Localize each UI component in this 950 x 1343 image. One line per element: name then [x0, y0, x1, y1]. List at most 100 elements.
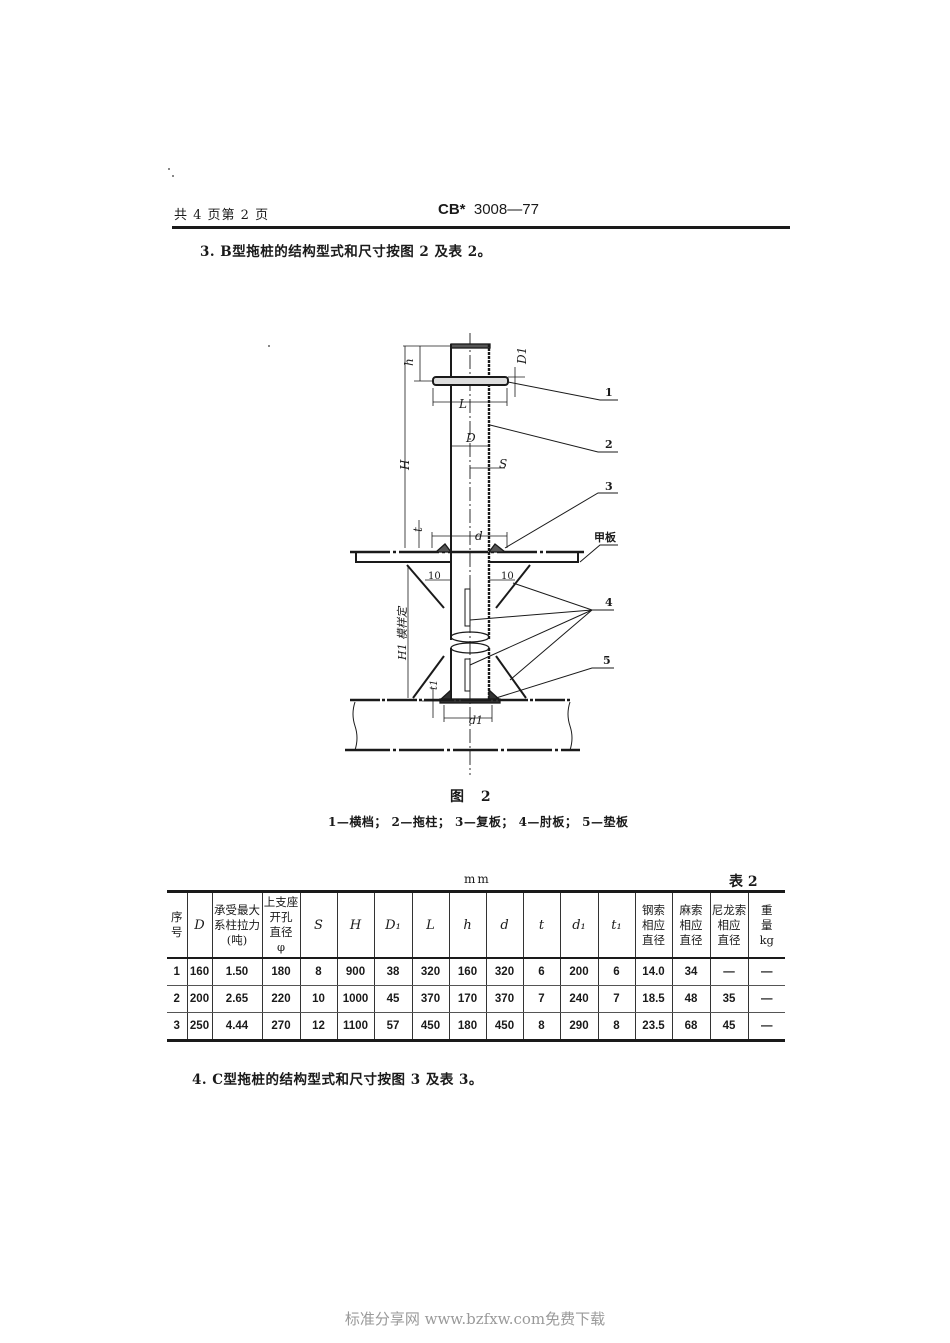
- table-cell: —: [709, 958, 749, 986]
- gap-right: 10: [501, 571, 514, 582]
- column-header: t₁: [597, 891, 636, 959]
- table-cell: 200: [559, 958, 599, 986]
- column-header-line: 上支座: [263, 895, 299, 909]
- figure-2-drawing: h D1 L D S H t d 10 10 H1 模样定 t1 d1 1 2 …: [345, 333, 618, 775]
- column-header-line: 序: [171, 910, 183, 924]
- table-cell: 160: [448, 958, 487, 986]
- column-header-line: 重: [761, 902, 773, 917]
- table-cell: 6: [522, 958, 561, 986]
- table-cell: 450: [411, 1012, 450, 1041]
- column-header-line: 量: [761, 917, 773, 932]
- column-header-line: 麻索: [679, 902, 703, 917]
- dim-S: S: [499, 457, 507, 471]
- page-count: 共 4 页第 2 页: [174, 208, 270, 223]
- column-header-line: 钢索: [642, 902, 665, 917]
- column-header-line: 相应: [679, 917, 703, 932]
- table-cell: 57: [373, 1012, 413, 1041]
- dim-d1: d1: [469, 714, 483, 727]
- column-header: H: [336, 891, 375, 959]
- column-header-line: 尼龙索: [711, 902, 747, 917]
- watermark-footer: 标准分享网 www.bzfxw.com免费下载: [344, 1310, 606, 1328]
- table-cell: 450: [485, 1012, 524, 1041]
- header-rule: [172, 226, 790, 229]
- table-cell: 240: [559, 985, 599, 1013]
- column-header-line: D: [194, 917, 205, 933]
- callout-5: 5: [603, 654, 611, 667]
- column-header-line: d₁: [572, 917, 586, 933]
- column-header-line: φ: [276, 940, 286, 954]
- column-header: D: [186, 891, 213, 959]
- dim-H1: H1 模样定: [396, 605, 409, 661]
- column-header: D₁: [373, 891, 413, 959]
- column-header-line: d: [500, 917, 509, 933]
- column-header-line: 号: [171, 925, 183, 939]
- dim-h: h: [402, 358, 416, 366]
- table-cell: 8: [522, 1012, 561, 1041]
- column-header-line: kg: [759, 932, 774, 947]
- deck-label: 甲板: [594, 530, 617, 544]
- column-header-line: t: [538, 917, 545, 933]
- section-3-text: 3. B型拖桩的结构型式和尺寸按图 2 及表 2。: [200, 244, 492, 260]
- figure-legend: 1—横档； 2—拖柱； 3—复板； 4—肘板； 5—垫板: [328, 815, 629, 829]
- section-4-text: 4. C型拖桩的结构型式和尺寸按图 3 及表 3。: [192, 1072, 483, 1088]
- scan-speck: [268, 345, 270, 347]
- table-cell: 10: [299, 985, 338, 1013]
- table-cell: 45: [709, 1012, 749, 1041]
- column-header-line: h: [463, 917, 472, 933]
- column-header: d₁: [559, 891, 599, 959]
- table-cell: 4.44: [211, 1012, 263, 1041]
- column-header: S: [299, 891, 338, 959]
- column-header: 钢索相应直径: [634, 891, 673, 959]
- column-header: d: [485, 891, 524, 959]
- gap-left: 10: [428, 571, 441, 582]
- table-cell: 270: [261, 1012, 301, 1041]
- column-header-line: 相应: [717, 917, 741, 932]
- callout-3: 3: [605, 480, 613, 493]
- dim-H: H: [398, 459, 412, 471]
- dim-t: t: [411, 527, 425, 532]
- column-header-line: 系柱拉力: [214, 917, 260, 932]
- column-header-line: 直径: [717, 932, 741, 947]
- column-header-line: t₁: [611, 917, 622, 933]
- table-cell: 34: [671, 958, 711, 986]
- table-unit: mm: [464, 872, 491, 886]
- dim-D1: D1: [515, 347, 529, 365]
- standard-prefix: CB*: [438, 201, 466, 218]
- table-cell: 1: [167, 958, 188, 986]
- table-cell: 1.50: [211, 958, 263, 986]
- table-cell: 2: [167, 985, 188, 1013]
- table-title: 表 2: [729, 874, 758, 890]
- table-cell: 45: [373, 985, 413, 1013]
- standard-number: CB* 3008—77: [438, 201, 539, 218]
- column-header: 承受最大系柱拉力(吨): [211, 891, 263, 959]
- column-header: 麻索相应直径: [671, 891, 711, 959]
- table-cell: 220: [261, 985, 301, 1013]
- table-cell: 8: [299, 958, 338, 986]
- dim-d: d: [475, 529, 483, 543]
- column-header-line: 直径: [642, 932, 665, 947]
- table-cell: 12: [299, 1012, 338, 1041]
- table-cell: 900: [336, 958, 375, 986]
- table-cell: 38: [373, 958, 413, 986]
- standard-code: 3008—77: [473, 201, 539, 218]
- table-cell: 35: [709, 985, 749, 1013]
- table-cell: 7: [597, 985, 636, 1013]
- dim-L: L: [458, 397, 467, 411]
- column-header-line: 开孔: [269, 910, 293, 924]
- column-header-line: 承受最大: [214, 902, 260, 917]
- dim-D: D: [465, 431, 476, 445]
- column-header-line: S: [314, 917, 323, 933]
- column-header-line: 直径: [269, 925, 293, 939]
- table-cell: —: [747, 958, 785, 986]
- table-cell: —: [747, 985, 785, 1013]
- column-header: 序号: [167, 891, 188, 959]
- table-cell: 1100: [336, 1012, 375, 1041]
- table-cell: 8: [597, 1012, 636, 1041]
- table-cell: 6: [597, 958, 636, 986]
- table-cell: 23.5: [634, 1012, 673, 1041]
- table-cell: 7: [522, 985, 561, 1013]
